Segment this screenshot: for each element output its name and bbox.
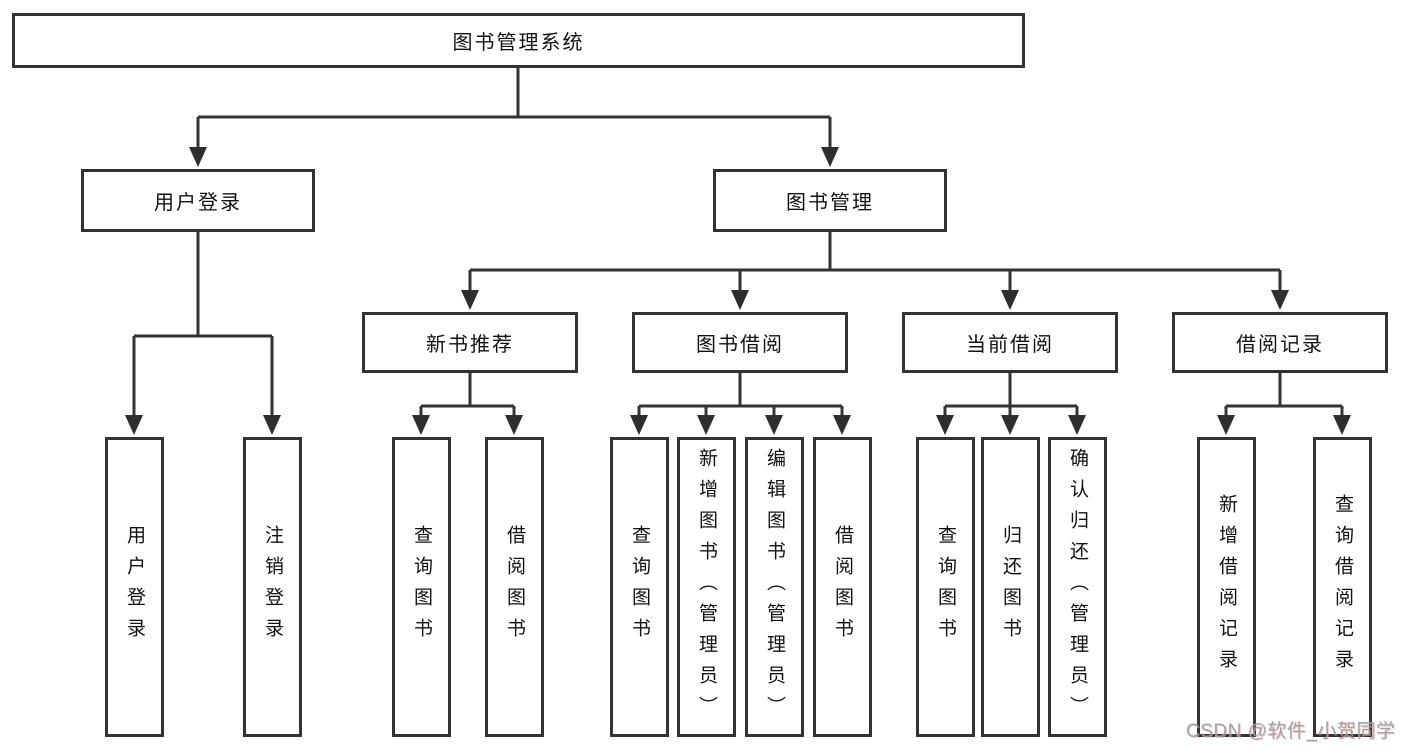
node-label: 用户登录 xyxy=(154,192,242,214)
leaf-query-borrow-record: 查询借阅记录 xyxy=(1313,437,1372,737)
arrow-down-icon xyxy=(1068,415,1086,435)
node-book-management: 图书管理 xyxy=(713,169,947,232)
leaf-label: 归还图书 xyxy=(1000,525,1021,649)
node-book-borrowing: 图书借阅 xyxy=(632,312,848,373)
leaf-add-borrow-record: 新增借阅记录 xyxy=(1197,437,1256,737)
node-current-borrowing: 当前借阅 xyxy=(902,312,1118,373)
watermark: CSDN @软件_小贺同学 xyxy=(1186,721,1396,742)
leaf-label: 新增图书（管理员） xyxy=(696,447,717,727)
node-new-book-recommendation: 新书推荐 xyxy=(362,312,578,373)
leaf-label: 查询图书 xyxy=(935,525,956,649)
node-label: 借阅记录 xyxy=(1236,334,1324,356)
leaf-label: 编辑图书（管理员） xyxy=(764,447,785,727)
node-label: 图书借阅 xyxy=(696,334,784,356)
arrow-down-icon xyxy=(821,147,839,167)
node-borrowing-records: 借阅记录 xyxy=(1172,312,1388,373)
arrow-down-icon xyxy=(1001,415,1019,435)
leaf-label: 查询借阅记录 xyxy=(1332,494,1353,680)
arrowheads xyxy=(125,147,1351,435)
arrow-down-icon xyxy=(630,415,648,435)
leaf-logout: 注销登录 xyxy=(243,437,302,737)
leaf-query-books-recommend: 查询图书 xyxy=(392,437,451,737)
node-label: 图书管理系统 xyxy=(452,32,585,54)
arrow-down-icon xyxy=(833,415,851,435)
leaf-label: 确认归还（管理员） xyxy=(1067,447,1088,727)
leaf-label: 注销登录 xyxy=(262,525,283,649)
leaf-label: 查询图书 xyxy=(629,525,650,649)
arrow-down-icon xyxy=(936,415,954,435)
arrow-down-icon xyxy=(189,147,207,167)
connector-borrow-records-branch xyxy=(1224,373,1344,417)
connector-current-borrow-branch xyxy=(943,373,1079,417)
arrow-down-icon xyxy=(731,290,749,310)
arrow-down-icon xyxy=(1001,290,1019,310)
leaf-query-books-borrow: 查询图书 xyxy=(610,437,669,737)
connector-new-book-branch xyxy=(419,373,516,417)
leaf-return-books: 归还图书 xyxy=(981,437,1040,737)
node-label: 当前借阅 xyxy=(966,334,1054,356)
leaf-add-books-admin: 新增图书（管理员） xyxy=(677,437,736,737)
node-label: 新书推荐 xyxy=(426,334,514,356)
leaf-label: 借阅图书 xyxy=(832,525,853,649)
leaf-borrow-books-recommend: 借阅图书 xyxy=(485,437,544,737)
arrow-down-icon xyxy=(1333,415,1351,435)
arrow-down-icon xyxy=(412,415,430,435)
connector-book-management-branch xyxy=(468,232,1282,292)
arrow-down-icon xyxy=(697,415,715,435)
connector-root-to-level1 xyxy=(196,68,832,149)
leaf-confirm-return-admin: 确认归还（管理员） xyxy=(1048,437,1107,737)
arrow-down-icon xyxy=(765,415,783,435)
node-library-system: 图书管理系统 xyxy=(12,13,1025,68)
arrow-down-icon xyxy=(1271,290,1289,310)
arrow-down-icon xyxy=(125,415,143,435)
leaf-user-login: 用户登录 xyxy=(105,437,164,737)
leaf-label: 用户登录 xyxy=(124,525,145,649)
leaf-query-books-current: 查询图书 xyxy=(916,437,975,737)
arrow-down-icon xyxy=(263,415,281,435)
arrow-down-icon xyxy=(1217,415,1235,435)
leaf-label: 查询图书 xyxy=(411,525,432,649)
node-user-login: 用户登录 xyxy=(81,169,315,232)
leaf-edit-books-admin: 编辑图书（管理员） xyxy=(745,437,804,737)
leaf-label: 新增借阅记录 xyxy=(1216,494,1237,680)
arrow-down-icon xyxy=(461,290,479,310)
arrow-down-icon xyxy=(505,415,523,435)
connector-book-borrow-branch xyxy=(637,373,844,417)
node-label: 图书管理 xyxy=(786,192,874,214)
leaf-borrow-books: 借阅图书 xyxy=(813,437,872,737)
leaf-label: 借阅图书 xyxy=(504,525,525,649)
connector-user-login-branch xyxy=(132,232,274,417)
